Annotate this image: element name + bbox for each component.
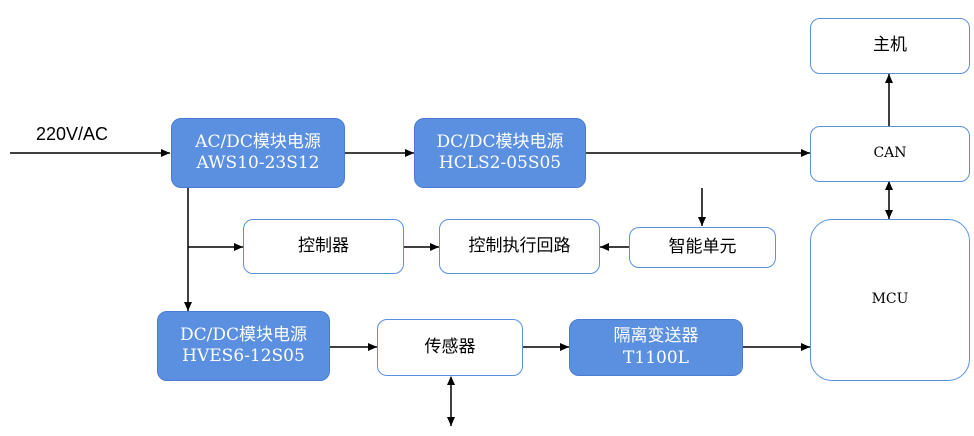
- dcdc-module-2-box: DC/DC模块电源 HVES6-12S05: [157, 311, 330, 381]
- isolator-box: 隔离变送器 T1100L: [569, 319, 743, 376]
- dcdc-module-1-box: DC/DC模块电源 HCLS2-05S05: [414, 118, 586, 188]
- acdc-module-box: AC/DC模块电源 AWS10-23S12: [171, 118, 345, 188]
- smart-unit-box: 智能单元: [629, 227, 776, 268]
- host-box: 主机: [810, 18, 970, 74]
- exec-loop-box: 控制执行回路: [439, 219, 600, 274]
- dcdc-module-1-model: HCLS2-05S05: [438, 153, 562, 173]
- controller-box: 控制器: [243, 219, 404, 274]
- dcdc-module-1-title: DC/DC模块电源: [436, 131, 564, 152]
- dcdc-module-2-model: HVES6-12S05: [182, 346, 305, 366]
- can-label: CAN: [873, 145, 907, 162]
- controller-label: 控制器: [298, 235, 349, 256]
- sensor-box: 传感器: [377, 319, 523, 376]
- can-box: CAN: [810, 126, 970, 182]
- isolator-title: 隔离变送器: [613, 326, 699, 347]
- acdc-module-title: AC/DC模块电源: [195, 131, 321, 152]
- acdc-module-model: AWS10-23S12: [196, 153, 320, 173]
- isolator-model: T1100L: [623, 347, 689, 368]
- mcu-box: MCU: [810, 219, 970, 381]
- exec-loop-label: 控制执行回路: [468, 235, 571, 256]
- mcu-label: MCU: [871, 291, 909, 308]
- smart-unit-label: 智能单元: [668, 236, 737, 257]
- input-voltage-label: 220V/AC: [36, 124, 109, 144]
- dcdc-module-2-title: DC/DC模块电源: [179, 324, 307, 345]
- sensor-label: 传感器: [424, 336, 476, 357]
- host-label: 主机: [873, 35, 907, 56]
